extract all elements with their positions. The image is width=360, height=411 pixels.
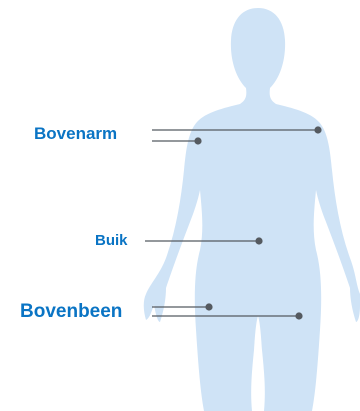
marker-belly	[256, 238, 262, 244]
marker-thigh-right	[296, 313, 302, 319]
label-thigh: Bovenbeen	[20, 302, 122, 321]
label-upper-arm: Bovenarm	[34, 125, 117, 142]
marker-thigh-left	[206, 304, 212, 310]
silhouette-shape	[144, 8, 360, 411]
marker-upper-arm-left	[195, 138, 201, 144]
label-belly: Buik	[95, 233, 128, 248]
marker-upper-arm-right	[315, 127, 321, 133]
